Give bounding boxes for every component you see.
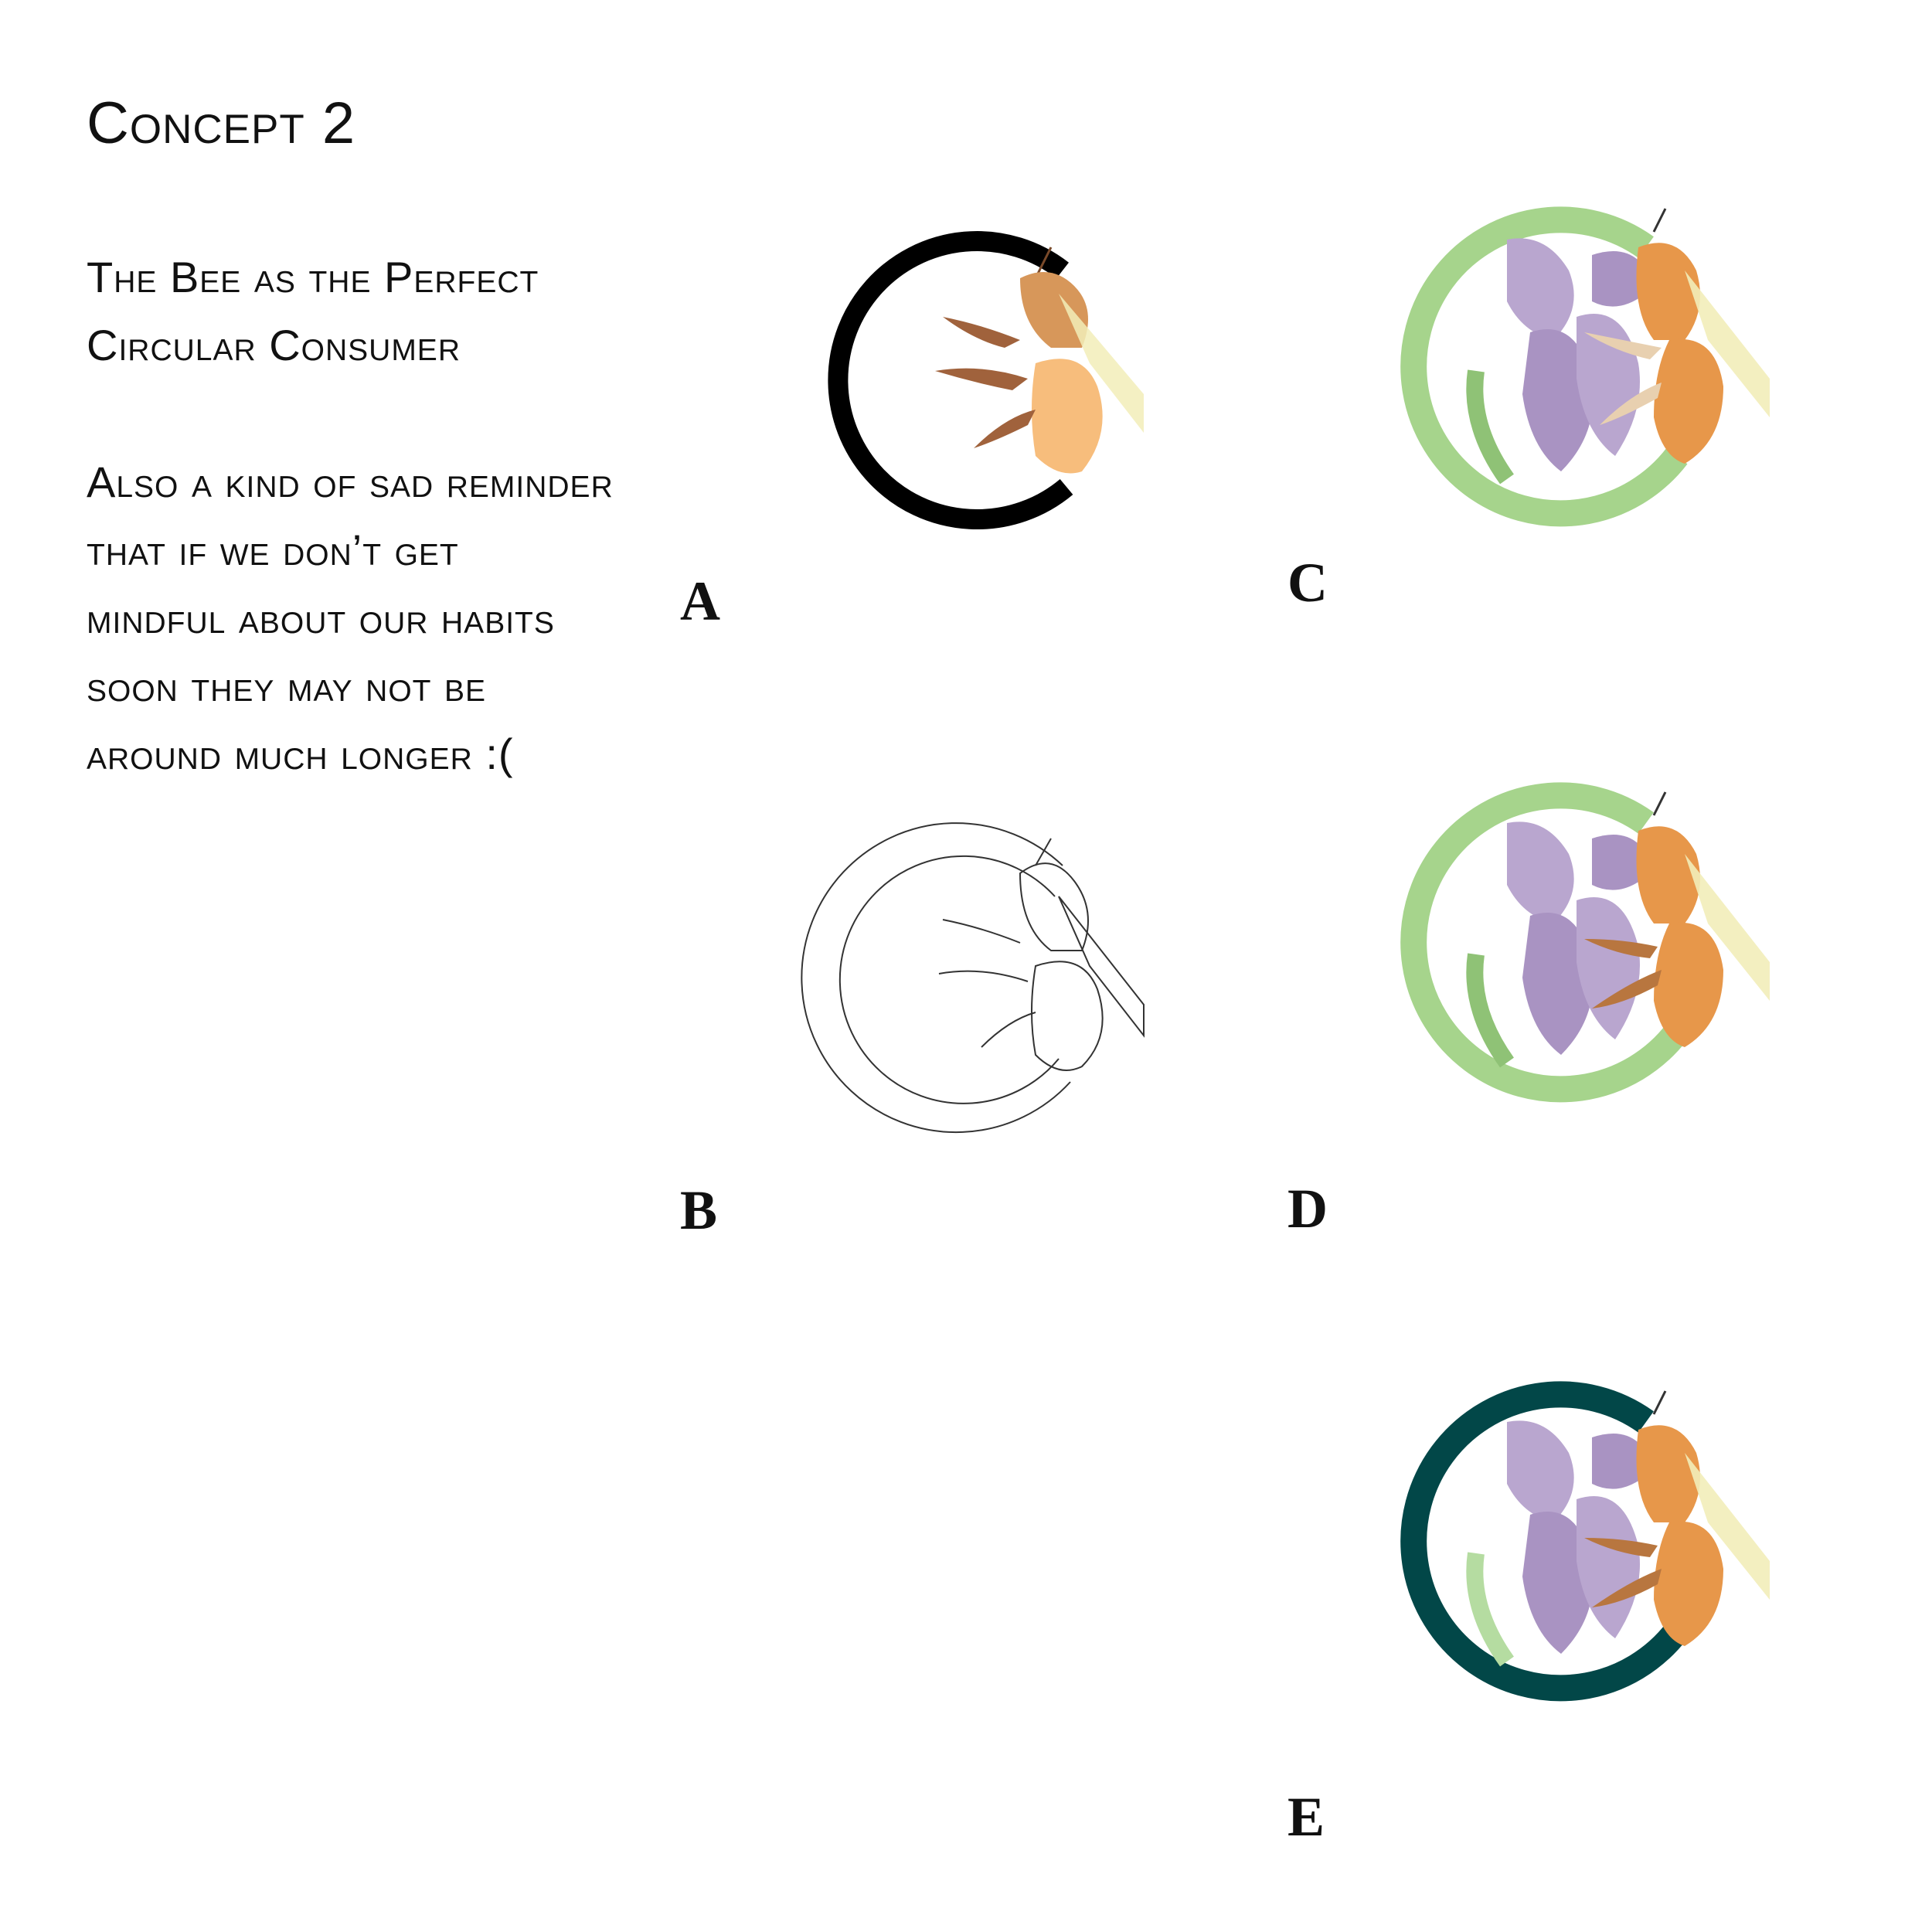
note-line: Also a kind of sad reminder: [87, 457, 614, 506]
concept-label-d: D: [1287, 1178, 1328, 1240]
page-title: Concept 2: [87, 90, 356, 156]
concept-label-c: C: [1287, 552, 1328, 614]
bee-icon: [1584, 1390, 1770, 1646]
concept-a-illustration: [804, 231, 1206, 572]
bee-logo-e: [1400, 1381, 1770, 1702]
note-line: around much longer :(: [87, 730, 514, 778]
subtitle-line: Circular Consumer: [87, 321, 461, 369]
bee-icon: [1584, 791, 1770, 1047]
concept-b-illustration: [801, 822, 1206, 1175]
concept-note: Also a kind of sad reminder that if we d…: [87, 448, 614, 788]
bee-logo-c: [1400, 206, 1770, 527]
concept-e-illustration: [1391, 1381, 1793, 1747]
bee-icon: [938, 838, 1145, 1071]
concept-label-e: E: [1287, 1786, 1325, 1848]
bee-logo-b: [801, 822, 1145, 1134]
note-line: soon they may not be: [87, 662, 487, 710]
concept-c-illustration: [1391, 206, 1793, 564]
bee-logo-d: [1400, 782, 1770, 1103]
concept-label-a: A: [680, 570, 720, 632]
note-line: mindful about our habits: [87, 594, 555, 642]
lavender-icon: [1466, 821, 1654, 1068]
concept-d-illustration: [1391, 782, 1793, 1148]
note-line: that if we don’t get: [87, 526, 459, 574]
subtitle-line: The Bee as the Perfect: [87, 253, 539, 301]
bee-icon: [1584, 208, 1770, 464]
concept-subtitle: The Bee as the Perfect Circular Consumer: [87, 243, 539, 379]
concept-label-b: B: [680, 1179, 718, 1241]
bee-logo-a: [828, 231, 1144, 529]
lavender-icon: [1466, 238, 1654, 485]
bee-icon: [935, 247, 1144, 474]
